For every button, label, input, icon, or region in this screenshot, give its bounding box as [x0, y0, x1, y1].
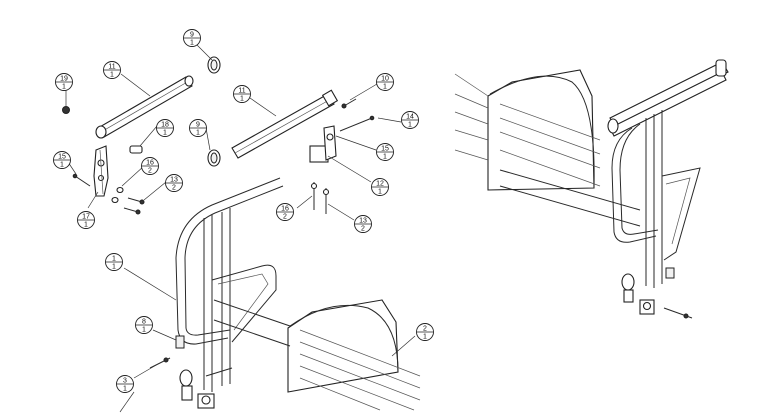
plug-part-18	[129, 145, 143, 154]
svg-text:1: 1	[84, 222, 88, 229]
svg-text:1: 1	[378, 189, 382, 196]
balloon-8: 8 1	[135, 316, 153, 334]
svg-text:1: 1	[112, 256, 116, 263]
balloon-13-a: 13 2	[165, 174, 183, 192]
svg-text:1: 1	[190, 40, 194, 47]
balloon-3: 3 1	[116, 375, 134, 393]
svg-text:19: 19	[60, 76, 68, 83]
svg-text:16: 16	[146, 160, 154, 167]
frame-part-1	[175, 177, 284, 392]
balloon-17: 17 1	[77, 211, 95, 229]
balloon-12: 12 1	[371, 178, 389, 196]
screw-part-14	[339, 115, 375, 132]
svg-text:9: 9	[190, 32, 194, 39]
balloon-19: 19 1	[55, 73, 73, 91]
tube-part-11-left	[95, 75, 194, 139]
svg-text:1: 1	[60, 162, 64, 169]
balloon-18: 18 1	[156, 119, 174, 137]
svg-text:12: 12	[376, 181, 384, 188]
svg-text:17: 17	[82, 214, 90, 221]
svg-text:10: 10	[381, 76, 389, 83]
svg-text:2: 2	[423, 326, 427, 333]
svg-text:2: 2	[361, 226, 365, 233]
label-plate-part-8	[175, 335, 185, 349]
svg-text:1: 1	[62, 84, 66, 91]
caster-part-3	[149, 357, 215, 409]
svg-text:2: 2	[172, 185, 176, 192]
balloon-11-a: 11 1	[103, 61, 121, 79]
screw-part-15-left	[72, 173, 91, 187]
svg-text:1: 1	[110, 72, 114, 79]
svg-text:11: 11	[238, 88, 245, 95]
svg-text:18: 18	[161, 122, 169, 129]
balloon-15-b: 15 1	[376, 143, 394, 161]
balloon-2: 2 1	[416, 323, 434, 341]
assembled-panel	[454, 69, 641, 227]
balloon-10: 10 1	[376, 73, 394, 91]
svg-text:8: 8	[142, 319, 146, 326]
screw-part-10	[341, 98, 357, 109]
balloon-16-a: 16 2	[141, 157, 159, 175]
svg-text:13: 13	[359, 218, 367, 225]
svg-text:3: 3	[123, 378, 127, 385]
svg-text:9: 9	[196, 122, 200, 129]
svg-text:1: 1	[423, 334, 427, 341]
screws-part-13-center	[310, 182, 330, 214]
balloon-13-b: 13 2	[354, 215, 372, 233]
svg-text:1: 1	[163, 130, 167, 137]
balloon-11-b: 11 1	[233, 85, 251, 103]
bracket-part-12	[309, 125, 337, 163]
leader-lines	[65, 43, 416, 413]
svg-text:2: 2	[148, 168, 152, 175]
svg-text:16: 16	[281, 206, 289, 213]
svg-text:1: 1	[123, 386, 127, 393]
clamp-part-9-center	[207, 149, 221, 167]
svg-text:11: 11	[108, 64, 115, 71]
assembled-frame	[607, 59, 729, 319]
svg-text:15: 15	[381, 146, 389, 153]
cap-part-19	[62, 106, 70, 114]
clamp-part-9-left	[207, 56, 221, 74]
bracket-part-17	[93, 145, 109, 197]
panel-part-2	[213, 299, 421, 411]
svg-text:1: 1	[408, 122, 412, 129]
balloon-16-b: 16 2	[276, 203, 294, 221]
svg-text:1: 1	[383, 84, 387, 91]
balloon-1: 1 1	[105, 253, 123, 271]
svg-text:1: 1	[112, 264, 116, 271]
bolts-part-13-left	[123, 197, 145, 215]
svg-text:14: 14	[406, 114, 414, 121]
svg-text:15: 15	[58, 154, 66, 161]
tube-part-11-center	[231, 89, 339, 159]
balloon-9-a: 9 1	[183, 29, 201, 47]
svg-text:13: 13	[170, 177, 178, 184]
svg-text:1: 1	[240, 96, 244, 103]
svg-text:1: 1	[196, 130, 200, 137]
svg-text:1: 1	[383, 154, 387, 161]
svg-text:1: 1	[142, 327, 146, 334]
balloon-14: 14 1	[401, 111, 419, 129]
balloon-15-a: 15 1	[53, 151, 71, 169]
svg-text:2: 2	[283, 214, 287, 221]
washers-part-16-left	[111, 186, 124, 204]
balloon-9-b: 9 1	[189, 119, 207, 137]
